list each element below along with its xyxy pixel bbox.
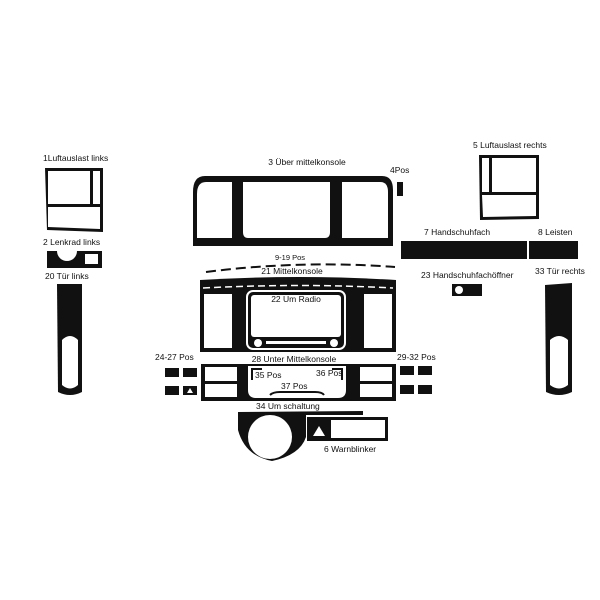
label-part-21: 21 Mittelkonsole [261, 266, 323, 276]
label-part-35: 35 Pos [255, 370, 281, 380]
part-37 [269, 391, 325, 396]
part-20-door-left [57, 284, 82, 395]
part-1-air-vent-left [45, 168, 103, 232]
part-36 [332, 368, 343, 380]
part-23-glovebox-opener [452, 284, 482, 296]
part-22-radio-surround [246, 290, 346, 350]
part-5-air-vent-right [479, 155, 539, 220]
part-35 [251, 368, 262, 380]
label-part-29-32: 29-32 Pos [397, 352, 436, 362]
label-part-33: 33 Tür rechts [535, 266, 585, 276]
label-part-4: 4Pos [390, 165, 409, 175]
part-7-glovebox-strip [401, 241, 527, 259]
part-6-hazard-switch [307, 417, 388, 441]
label-part-9-19: 9-19 Pos [275, 253, 305, 262]
part-3-upper-console [193, 176, 393, 246]
part-28-lower-console [201, 364, 396, 401]
part-8-strips [529, 241, 578, 259]
label-part-22: 22 Um Radio [271, 294, 321, 304]
label-part-5: 5 Luftauslast rechts [473, 140, 547, 150]
part-4 [397, 182, 403, 196]
label-part-7: 7 Handschuhfach [424, 227, 490, 237]
label-part-6: 6 Warnblinker [324, 444, 376, 454]
part-2-steering-left [47, 251, 102, 268]
part-33-door-right [545, 283, 572, 395]
label-part-2: 2 Lenkrad links [43, 237, 100, 247]
part-29-32-small-pieces [400, 366, 432, 394]
part-9-19-dash-strips [205, 263, 396, 273]
label-part-23: 23 Handschuhfachöffner [421, 270, 514, 280]
label-part-28: 28 Unter Mittelkonsole [252, 354, 337, 364]
label-part-34: 34 Um schaltung [256, 401, 320, 411]
part-24-27-small-pieces [165, 368, 197, 395]
part-34-gear-surround [238, 411, 363, 461]
label-part-24-27: 24-27 Pos [155, 352, 194, 362]
label-part-1: 1Luftauslast links [43, 153, 108, 163]
label-part-37: 37 Pos [281, 381, 307, 391]
label-part-8: 8 Leisten [538, 227, 573, 237]
label-part-36: 36 Pos [316, 368, 342, 378]
label-part-3: 3 Über mittelkonsole [268, 157, 346, 167]
label-part-20: 20 Tür links [45, 271, 89, 281]
